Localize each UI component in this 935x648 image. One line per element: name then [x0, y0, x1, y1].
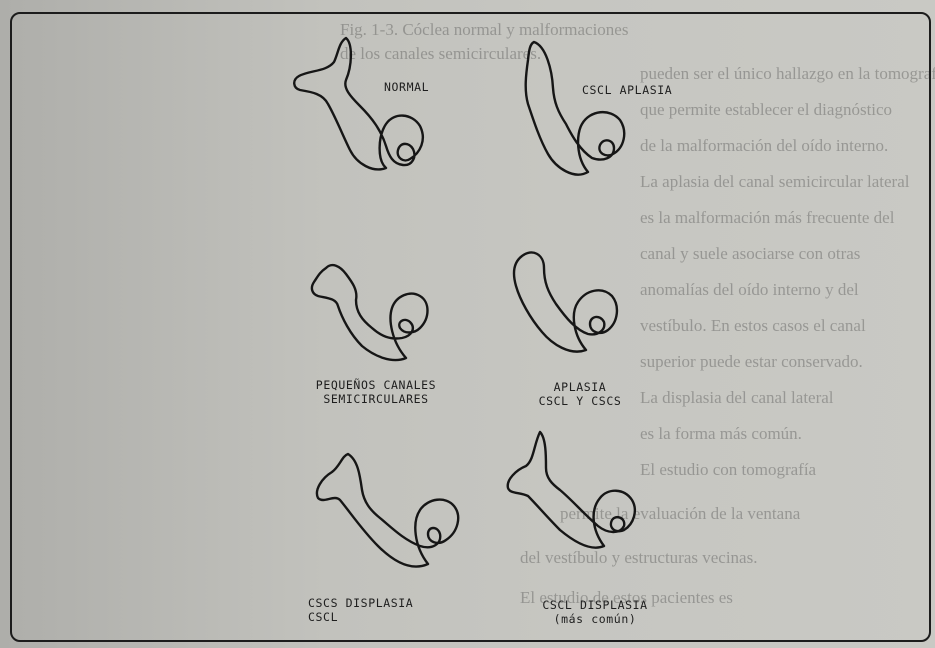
- cscl-dysplasia-inner-ear-outline: [508, 432, 635, 548]
- small-canals-inner-ear-outline: [312, 265, 428, 360]
- label-cscl-dysplasia-line2: (más común): [520, 612, 670, 626]
- label-small-canals-line2: SEMICIRCULARES: [296, 392, 456, 406]
- label-cscs-dysplasia-line2: CSCL: [308, 610, 413, 624]
- label-aplasia-line2: CSCL Y CSCS: [510, 394, 650, 408]
- label-cscs-dysplasia-line1: CSCS DISPLASIA: [308, 596, 413, 610]
- label-cscl-dysplasia-line1: CSCL DISPLASIA: [520, 598, 670, 612]
- label-normal: NORMAL: [384, 80, 429, 94]
- label-cscs-dysplasia: CSCS DISPLASIA CSCL: [308, 596, 413, 624]
- label-small-canals: PEQUEÑOS CANALES SEMICIRCULARES: [296, 378, 456, 406]
- cscl-aplasia-inner-ear-outline: [526, 42, 625, 175]
- aplasia-cscl-cscs-inner-ear-outline: [514, 252, 617, 351]
- label-small-canals-line1: PEQUEÑOS CANALES: [296, 378, 456, 392]
- label-aplasia-cscl-cscs: APLASIA CSCL Y CSCS: [510, 380, 650, 408]
- cscs-dysplasia-inner-ear-outline: [317, 454, 458, 567]
- label-cscl-dysplasia: CSCL DISPLASIA (más común): [520, 598, 670, 626]
- label-cscl-aplasia: CSCL APLASIA: [582, 83, 672, 97]
- label-aplasia-line1: APLASIA: [510, 380, 650, 394]
- normal-inner-ear-outline: [294, 38, 423, 169]
